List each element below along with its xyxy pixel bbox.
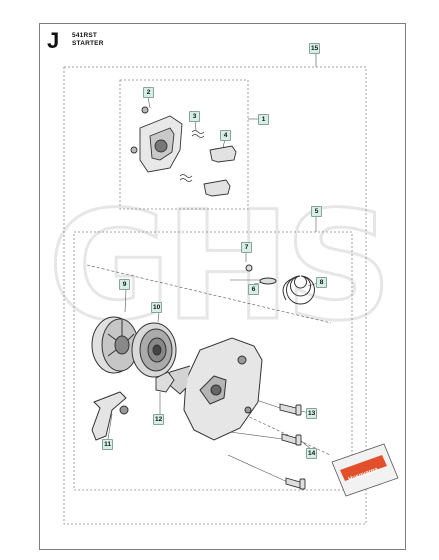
group-box-1: [119, 79, 249, 210]
recoil-spring-part: [245, 264, 315, 305]
pawl-part: [203, 145, 237, 197]
starter-handle-part: [91, 391, 129, 441]
callout-15[interactable]: 15: [309, 43, 321, 54]
callout-5[interactable]: 5: [311, 206, 322, 217]
spring-cassette-part: [131, 322, 177, 378]
group-box-15: [63, 66, 367, 525]
rope-pulley-part: [91, 316, 139, 374]
pawl-housing-part: [130, 106, 183, 173]
callout-7[interactable]: 7: [241, 242, 252, 253]
callout-14[interactable]: 14: [306, 448, 318, 459]
section-title: STARTER: [72, 40, 104, 47]
callout-2[interactable]: 2: [143, 87, 154, 98]
starter-cover-part: [165, 337, 263, 441]
callout-13[interactable]: 13: [306, 408, 318, 419]
spring-small-part: [179, 130, 205, 182]
model-number: 541RST: [72, 32, 98, 39]
callout-10[interactable]: 10: [151, 302, 163, 313]
decal-part: Husqvarna: [331, 443, 399, 497]
callout-11[interactable]: 11: [102, 439, 113, 450]
section-letter: J: [47, 28, 60, 53]
rope-guide-part: [155, 371, 175, 393]
callout-3[interactable]: 3: [189, 111, 200, 122]
callout-1[interactable]: 1: [258, 114, 269, 125]
callout-4[interactable]: 4: [220, 130, 231, 141]
callout-12[interactable]: 12: [153, 414, 165, 425]
page-border: [39, 23, 406, 550]
callout-9[interactable]: 9: [119, 279, 130, 290]
callout-6[interactable]: 6: [248, 284, 259, 295]
callout-8[interactable]: 8: [316, 277, 327, 288]
screw-parts: [279, 403, 306, 490]
